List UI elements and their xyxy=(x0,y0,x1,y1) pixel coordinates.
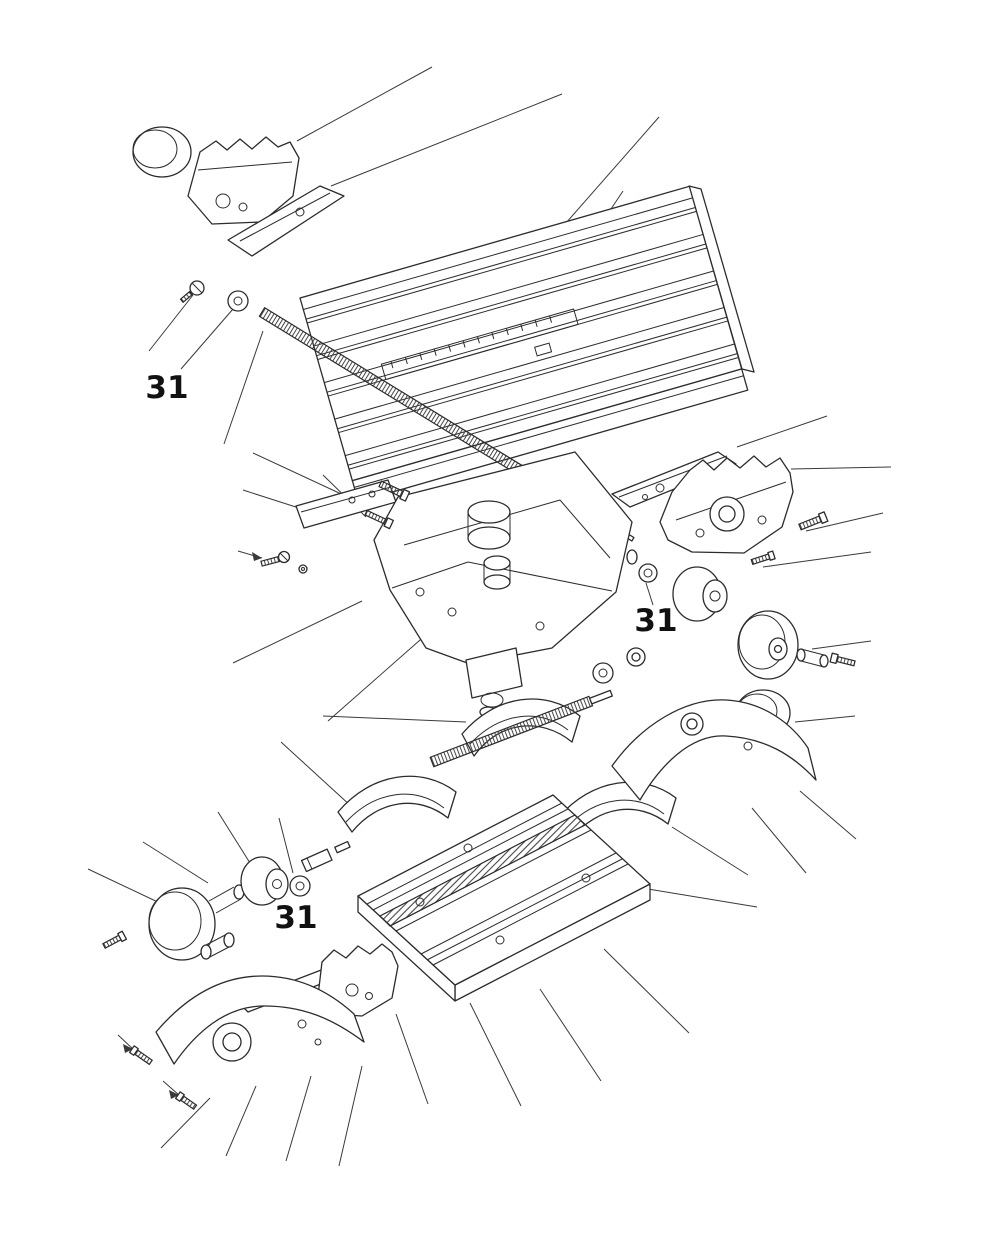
crank-handwheel xyxy=(148,884,245,961)
cross-table-base xyxy=(357,794,651,1002)
spacer-cylinder xyxy=(300,848,333,873)
gib-strip-top xyxy=(227,185,345,257)
hex-screw-upper-b xyxy=(364,509,394,530)
bracket-screw-b xyxy=(174,1091,198,1111)
spacer-pin xyxy=(334,840,351,854)
dowel-pin-left xyxy=(298,564,308,574)
bearing-bracket-lower-left xyxy=(155,975,365,1065)
saddle-body xyxy=(295,451,633,718)
handle-screw-right xyxy=(829,652,856,667)
screw-right-b xyxy=(750,550,776,566)
washer-right xyxy=(638,563,658,583)
part-label-31-c: 31 xyxy=(274,900,317,936)
set-screw-left xyxy=(260,550,291,567)
part-label-31-a: 31 xyxy=(145,370,188,406)
washer-top-left xyxy=(227,290,249,312)
drive-gear-left xyxy=(240,856,289,906)
cap-knob-top-left xyxy=(132,126,192,178)
lead-screw-lower xyxy=(429,689,613,768)
lock-nut-mid xyxy=(626,647,646,667)
screw-right-a xyxy=(798,511,829,531)
hex-screw-upper-a xyxy=(378,480,411,502)
way-cover-left xyxy=(337,775,457,833)
handwheel-right xyxy=(737,610,829,680)
washer-left xyxy=(289,875,311,897)
washer-mid xyxy=(592,662,614,684)
bearing-bracket-lower-right xyxy=(611,699,817,801)
end-bracket-lower xyxy=(317,943,399,1017)
part-label-31-b: 31 xyxy=(634,603,677,639)
end-bracket-right xyxy=(659,455,794,554)
slide-table xyxy=(299,185,755,503)
knurled-gear-right xyxy=(672,566,728,622)
set-screw-top-left xyxy=(179,280,205,304)
crank-screw xyxy=(102,930,128,950)
spacer-sleeve-mid xyxy=(626,549,638,565)
bracket-screw-a xyxy=(128,1045,154,1066)
